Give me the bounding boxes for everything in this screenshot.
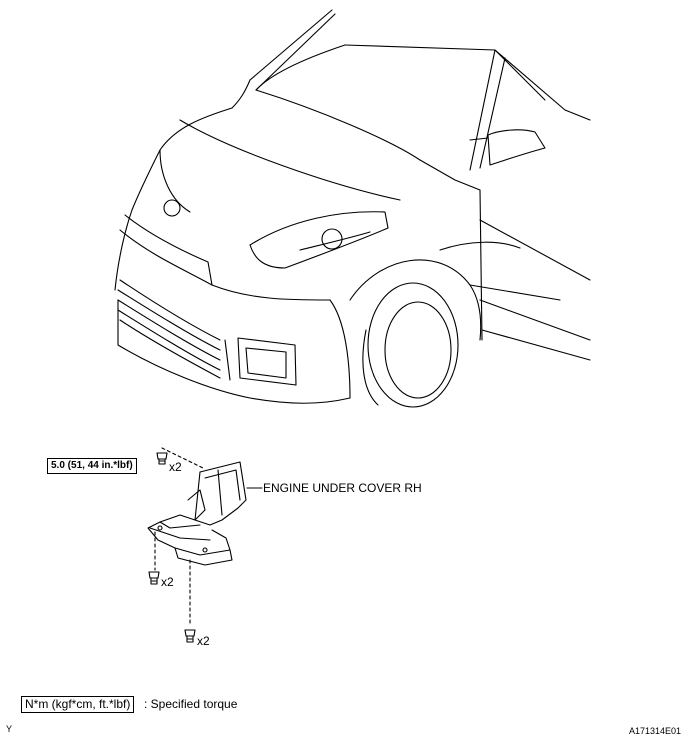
legend-unit-box: N*m (kgf*cm, ft.*lbf) <box>21 696 135 713</box>
engine-under-cover-rh-part <box>147 461 247 566</box>
bolt-left-quantity: x2 <box>161 575 174 589</box>
legend-description: : Specified torque <box>144 697 238 711</box>
vehicle-front-illustration <box>114 9 591 408</box>
bolt-left-icon <box>148 571 160 585</box>
bolt-top-icon <box>156 452 168 465</box>
bolt-bottom-quantity: x2 <box>197 634 210 648</box>
bolt-alignment-lines <box>154 447 204 626</box>
bolt-bottom-icon <box>184 629 196 643</box>
part-label: ENGINE UNDER COVER RH <box>263 481 422 495</box>
bolt-top-quantity: x2 <box>169 460 182 474</box>
footer-left-code: Y <box>6 724 13 734</box>
torque-spec-box: 5.0 (51, 44 in.*lbf) <box>47 458 137 474</box>
figure-id: A171314E01 <box>628 726 681 736</box>
